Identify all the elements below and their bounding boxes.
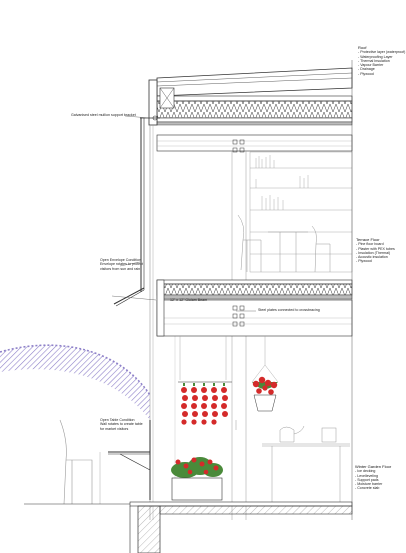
roof-assembly (148, 67, 353, 153)
winter-garden-annotation: Winter Garden Floor - Ice decking - Leve… (355, 464, 392, 491)
bracket-line: Galvanised steel mullion support bracket (71, 113, 136, 117)
roof-line: - Vapour Barrier (358, 63, 384, 68)
rotating-table (99, 420, 151, 504)
envelope-line: Envelope rotates to protect (100, 262, 143, 267)
sun-arc (0, 344, 151, 420)
table-line: for market visitors (100, 426, 129, 431)
table-line: Open Table Condition (100, 418, 135, 422)
terrace-line: - Plaster with PEX tubes (356, 246, 395, 251)
winter-garden-line: - Moisture barrier (355, 482, 383, 487)
envelope-line: visitors from sun and rain (100, 266, 141, 271)
terrace-annotation: Terrace Floor - Pine floor board - Plast… (356, 237, 395, 264)
winter-garden-furniture (235, 420, 350, 504)
winter-garden-line: - Concrete slab (355, 486, 380, 491)
glulam-annotation: 12" x 12" Glulam Beam (170, 298, 207, 302)
market-chair (59, 419, 93, 505)
roof-line: - Protective layer (waterproof) (358, 50, 406, 55)
roof-line: - Waterproofing Layer (358, 54, 393, 59)
winter-garden-line: - Ice decking (355, 469, 376, 474)
terrace-line: - Insulation (Thermal) (356, 250, 391, 255)
steel-plates-annotation: Steel plates connected to crossbracing (258, 308, 320, 312)
terrace-floor-assembly (156, 279, 353, 337)
envelope-line: Open Envelope Condition (100, 258, 141, 262)
hanging-tomatoes (178, 336, 232, 425)
roof-line: - Plywood (358, 71, 374, 76)
winter-garden-line: - Levelleveling (355, 473, 378, 478)
terrace-chair-and-table (237, 214, 331, 273)
bookshelf (249, 151, 353, 273)
bracket-annotation: Galvanised steel mullion support bracket (71, 113, 136, 117)
envelope-mullion (113, 115, 160, 520)
roof-line: - Thermal Insulation (358, 58, 390, 63)
planter (171, 457, 223, 501)
envelope-annotation: Open Envelope Condition Envelope rotates… (100, 258, 143, 271)
hanging-basket (251, 336, 279, 412)
glulam-line: 12" x 12" Glulam Beam (170, 298, 208, 302)
table-line: Wall rotates to create table (100, 422, 143, 427)
winter-garden-title: Winter Garden Floor (355, 464, 392, 469)
roof-line: - Drainage (358, 67, 375, 72)
roof-annotation: Roof - Protective layer (waterproof) - W… (358, 45, 406, 76)
terrace-line: - Acoustic insulation (356, 255, 388, 260)
roof-title: Roof (358, 45, 367, 50)
leader-lines (111, 115, 256, 312)
terrace-line: - Plywood (356, 259, 372, 264)
terrace-title: Terrace Floor (356, 237, 380, 242)
winter-garden-floor (24, 60, 353, 553)
table-annotation: Open Table Condition Wall rotates to cre… (100, 418, 143, 431)
winter-garden-line: - Support pads (355, 477, 379, 482)
terrace-line: - Pine floor board (356, 242, 384, 247)
steel-plates-line: Steel plates connected to crossbracing (258, 308, 320, 312)
